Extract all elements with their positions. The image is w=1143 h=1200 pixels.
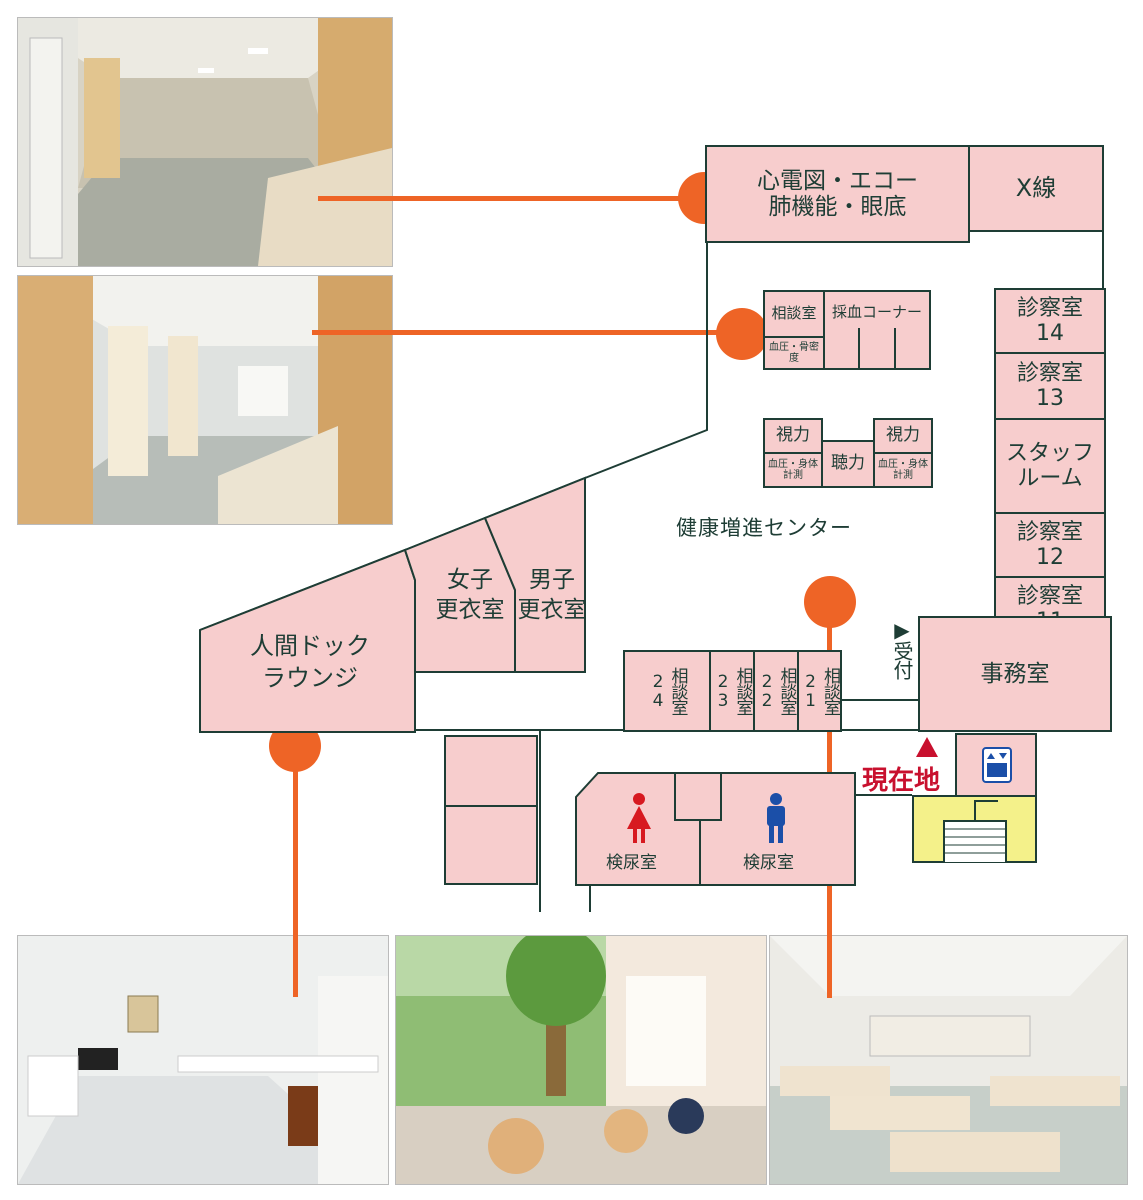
room-unlabeled-upper bbox=[444, 735, 538, 807]
current-location-label: 現在地 bbox=[862, 766, 941, 796]
room-exam-14: 診察室 14 bbox=[994, 288, 1106, 354]
room-consult-24: 相談室 24 bbox=[623, 650, 711, 732]
photo-lounge-counter bbox=[17, 935, 389, 1185]
reception-label: ▶受付 bbox=[890, 618, 914, 679]
center-name-label: 健康増進センター bbox=[676, 516, 852, 540]
blood-booth-dividers bbox=[858, 328, 896, 368]
room-mens-changing: 男子 更衣室 bbox=[517, 567, 587, 623]
room-exam-12: 診察室 12 bbox=[994, 512, 1106, 578]
room-exam-13: 診察室 13 bbox=[994, 352, 1106, 420]
room-consult-21: 相談室 21 bbox=[797, 650, 842, 732]
room-bp-body-left: 血圧・身体計測 bbox=[763, 452, 823, 488]
connector-line bbox=[293, 745, 298, 997]
stairs-icon bbox=[943, 800, 1007, 863]
room-bp-body-right: 血圧・身体計測 bbox=[873, 452, 933, 488]
connector-line bbox=[318, 196, 704, 201]
room-lounge: 人間ドック ラウンジ bbox=[250, 632, 370, 693]
room-hearing: 聴力 bbox=[821, 440, 875, 488]
female-icon bbox=[627, 793, 651, 843]
room-consult-small: 相談室 bbox=[763, 290, 825, 338]
location-dot bbox=[804, 576, 856, 628]
room-womens-changing: 女子 更衣室 bbox=[435, 567, 505, 623]
room-bp-density: 血圧・骨密度 bbox=[763, 336, 825, 370]
room-blood-corner: 採血コーナー bbox=[823, 290, 931, 370]
room-urine-left: 検尿室 bbox=[606, 853, 657, 873]
location-dot bbox=[716, 308, 768, 360]
photo-waiting-area bbox=[769, 935, 1128, 1185]
room-urine-right: 検尿室 bbox=[743, 853, 794, 873]
room-office: 事務室 bbox=[918, 616, 1112, 732]
photo-ecg-corridor bbox=[17, 17, 393, 267]
male-icon bbox=[767, 793, 785, 843]
elevator-icon bbox=[982, 747, 1012, 783]
room-xray: X線 bbox=[968, 145, 1104, 232]
room-consult-23: 相談室 23 bbox=[709, 650, 755, 732]
room-unlabeled-lower bbox=[444, 805, 538, 885]
here-triangle-icon bbox=[916, 737, 938, 757]
room-staff: スタッフ ルーム bbox=[994, 418, 1106, 514]
photo-lounge-forest bbox=[395, 935, 767, 1185]
